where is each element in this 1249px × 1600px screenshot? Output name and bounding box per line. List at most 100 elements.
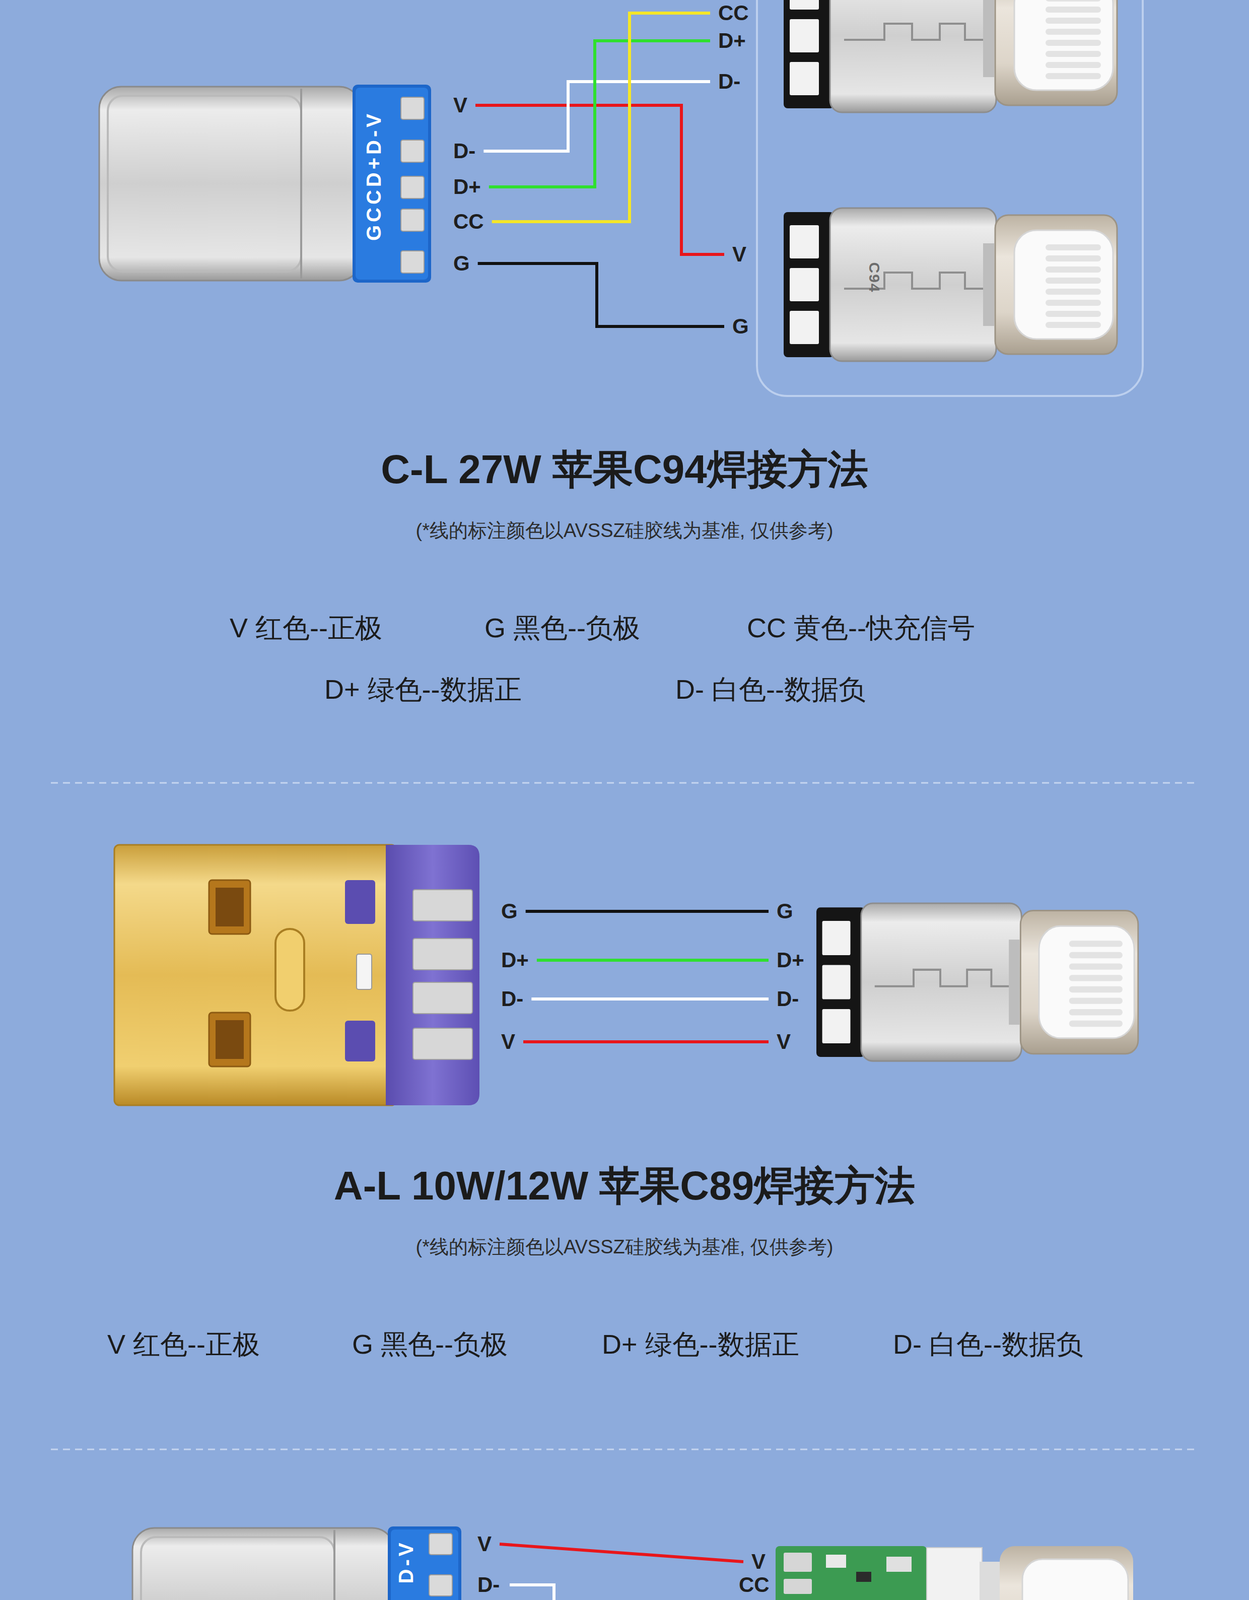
usb-c-plug-part-part: [400, 209, 425, 232]
usb-c-plug-part: [132, 1527, 395, 1600]
section-title: A-L 10W/12W 苹果C89焊接方法: [333, 1162, 916, 1209]
lightning-plug: [783, 0, 1118, 113]
pin-label: D+: [500, 948, 530, 972]
usb-a-plug-part: [209, 879, 251, 934]
usb-c-plug-part: [99, 86, 362, 281]
model-mark: C94: [865, 261, 884, 293]
usb-c-plug-part: [355, 87, 429, 280]
pin-label: D-: [476, 1572, 501, 1597]
color-note: (*线的标注颜色以AVSSZ硅胶线为基准, 仅供参考): [415, 519, 834, 542]
usb-a-plug-part: [215, 887, 244, 927]
usb-a-plug-part: [385, 844, 480, 1105]
pin-name: CC: [717, 1, 750, 25]
pin-name: G: [775, 899, 795, 923]
pin-label: CC: [737, 1572, 771, 1597]
solder-wire: [525, 909, 769, 913]
pin-name: D+: [775, 948, 806, 972]
pin-name: D+: [452, 175, 482, 199]
usb-a-plug-part-part: [412, 889, 473, 921]
separator-part: [50, 782, 1199, 784]
solder-wire: [483, 81, 711, 152]
pin-name: CC: [452, 210, 485, 234]
pin-name: V: [500, 1029, 517, 1054]
pin-name: G: [731, 314, 750, 338]
pin-label: V: [750, 1549, 767, 1573]
separator-part: [50, 1448, 1199, 1450]
pin-name: D-: [476, 1572, 501, 1597]
usb-a-plug-part: [114, 844, 397, 1105]
wire-color-key: D+ 绿色--数据正: [601, 1328, 800, 1360]
lightning-pcb-plug-part: [825, 1554, 847, 1568]
pin-label: G: [775, 899, 795, 923]
solder-wire: [531, 997, 769, 1001]
separator: [50, 1448, 1199, 1450]
solder-wire: [477, 263, 725, 327]
solder-wire: [536, 958, 769, 962]
usb-a-plug-part: [215, 1019, 244, 1059]
solder-wire: [492, 13, 711, 222]
pin-name: V: [750, 1549, 767, 1573]
solder-wire: [523, 1039, 769, 1044]
pcb-pin-print: GCCD+D-V: [362, 110, 386, 241]
usb-c-plug-part: [300, 88, 303, 279]
pin-name: G: [452, 251, 471, 275]
usb-a-plug-part: [412, 889, 473, 1060]
pin-label: V: [452, 93, 469, 117]
color-note: (*线的标注颜色以AVSSZ硅胶线为基准, 仅供参考): [415, 1235, 834, 1259]
lightning-plug-part: [783, 207, 1118, 362]
usb-c-plug-part-part: [400, 97, 425, 120]
pin-name: D-: [500, 987, 525, 1011]
usb-a-plug: [114, 844, 480, 1105]
pin-label: D+: [452, 175, 482, 199]
usb-a-plug-part: [356, 953, 372, 990]
usb-c-plug-part-part: [400, 176, 425, 199]
usb-c-plug-part: [107, 95, 302, 272]
separator: [50, 782, 1199, 784]
lightning-pcb-plug-part: [979, 1561, 1000, 1600]
pin-label: D+: [775, 948, 806, 972]
pin-label: V: [775, 1029, 792, 1054]
lightning-pcb-plug-part: [1022, 1558, 1129, 1600]
usb-c-plug-part-part: [400, 250, 425, 273]
lightning-plug-part: [783, 0, 1118, 113]
pin-label: D-: [717, 70, 742, 94]
usb-c-plug-part: [333, 1529, 336, 1600]
wire-color-key: D- 白色--数据负: [675, 673, 866, 705]
pin-label: V: [500, 1029, 517, 1054]
lightning-pcb-plug-part: [856, 1571, 872, 1582]
usb-a-plug-part: [275, 928, 305, 1011]
pin-label: D-: [452, 139, 477, 163]
pin-label: CC: [717, 1, 750, 25]
pin-name: V: [731, 242, 748, 266]
pin-label: G: [731, 314, 750, 338]
pin-label: G: [452, 251, 471, 275]
pin-label: G: [500, 899, 519, 923]
wire-color-key: G 黑色--负极: [484, 611, 641, 644]
pin-label: V: [731, 242, 748, 266]
usb-c-plug-part: [400, 97, 425, 273]
pin-label: V: [476, 1532, 493, 1556]
usb-c-plug: [132, 1525, 462, 1600]
wire-color-key: V 红色--正极: [107, 1328, 260, 1360]
lightning-pcb-plug-part: [783, 1578, 812, 1594]
section-title: C-L 27W 苹果C94焊接方法: [380, 446, 869, 493]
lightning-plug: [816, 903, 1139, 1061]
pin-name: G: [500, 899, 519, 923]
usb-a-plug-part: [209, 1012, 251, 1067]
usb-c-plug-part: [390, 1529, 459, 1600]
usb-c-plug-part-part: [429, 1574, 453, 1596]
lightning-plug: [783, 207, 1118, 362]
lightning-plug-part: [816, 903, 1139, 1061]
pin-name: V: [775, 1029, 792, 1054]
lightning-pcb-plug-part: [886, 1556, 912, 1572]
pin-name: D-: [775, 987, 800, 1011]
solder-wire: [499, 1543, 744, 1562]
pin-label: D+: [717, 29, 747, 53]
lightning-pcb-plug-part: [775, 1545, 927, 1600]
lightning-pcb-plug: [775, 1545, 1134, 1600]
pin-label: CC: [452, 210, 485, 234]
pcb-pin-print: D-V: [394, 1539, 418, 1584]
